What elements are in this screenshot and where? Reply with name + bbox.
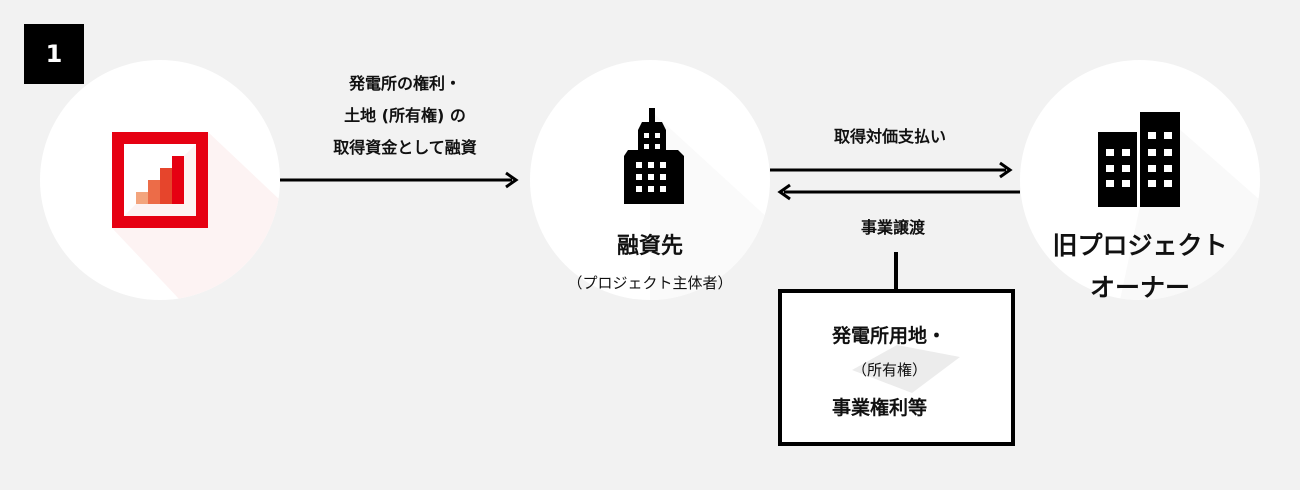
asset-line2: （所有権） [852, 361, 928, 379]
payment-arrow [770, 161, 1013, 179]
borrower-node [530, 60, 770, 300]
tall-building-icon [624, 108, 770, 300]
bar-chart-logo-icon [112, 132, 280, 300]
loan-label-line: 土地 (所有権) の [344, 106, 466, 125]
land-parcel-icon [852, 345, 960, 393]
borrower-title: 融資先 [616, 234, 683, 259]
asset-box: 発電所用地・ （所有権） 事業権利等 [778, 289, 1015, 446]
asset-line3: 事業権利等 [832, 397, 928, 419]
lender-node [40, 60, 280, 300]
loan-label-line: 発電所の権利・ [348, 74, 461, 93]
borrower-subtitle: （プロジェクト主体者） [567, 274, 733, 292]
loan-label-line: 取得資金として融資 [333, 138, 477, 157]
connector-line [894, 252, 898, 290]
loan-label: 発電所の権利・ 土地 (所有権) の 取得資金として融資 [295, 68, 515, 164]
transfer-label: 事業譲渡 [860, 218, 925, 237]
step-badge: 1 [24, 24, 84, 84]
former-owner-node [1020, 60, 1260, 300]
transfer-arrow [777, 183, 1020, 201]
payment-label: 取得対価支払い [833, 127, 946, 146]
asset-line1: 発電所用地・ [832, 325, 947, 347]
former-owner-title-line2: オーナー [1089, 273, 1190, 302]
former-owner-title-line1: 旧プロジェクト [1052, 231, 1228, 260]
loan-arrow [280, 171, 519, 189]
two-buildings-icon [1098, 112, 1260, 300]
